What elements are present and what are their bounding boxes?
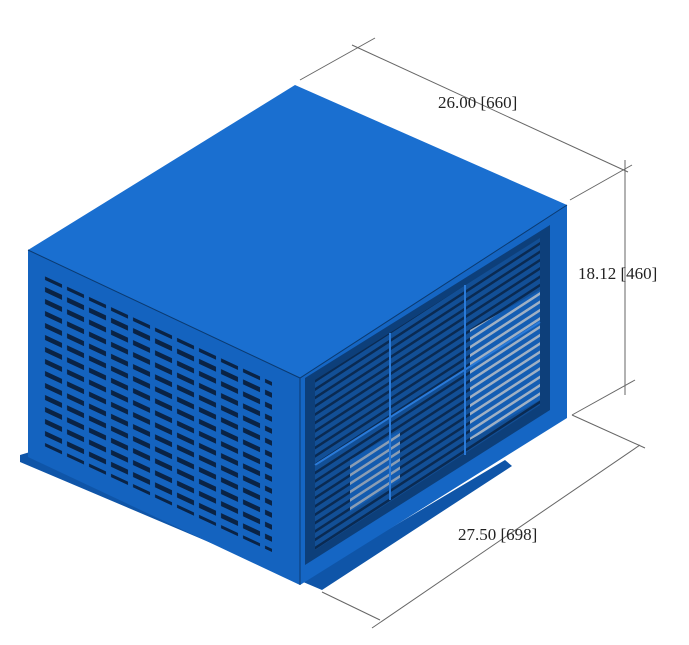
edges bbox=[27, 204, 568, 585]
front-vent-light bbox=[470, 290, 540, 440]
top-face bbox=[28, 85, 567, 378]
depth-dimension-label: 26.00 [660] bbox=[438, 93, 518, 112]
height-dimension-label: 18.12 [460] bbox=[578, 264, 658, 283]
left-vent-grille bbox=[42, 275, 272, 552]
front-vent-light-lower bbox=[350, 430, 400, 512]
dimension-lines bbox=[299, 37, 646, 629]
base-flange bbox=[20, 452, 512, 590]
grille-dividers bbox=[314, 285, 541, 500]
width-dimension-label: 27.50 [698] bbox=[458, 525, 538, 544]
